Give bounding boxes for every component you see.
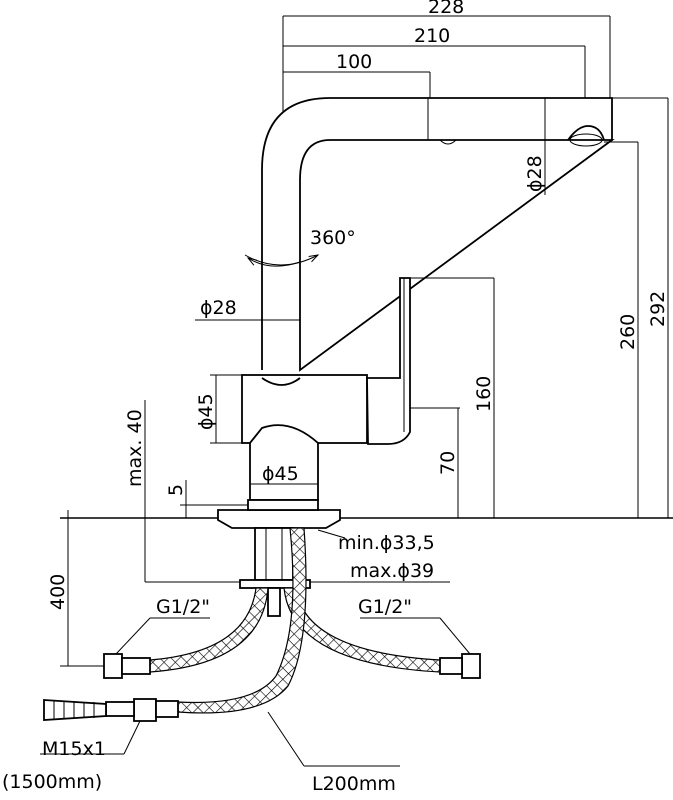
mounting-flange: [217, 509, 341, 529]
dim-5: 5: [165, 484, 187, 496]
leader-m15-a: [123, 720, 141, 755]
nut-left: [103, 653, 123, 679]
label-g12-right: G1/2": [358, 596, 412, 618]
dim-100: 100: [336, 51, 372, 73]
base-diameter-dim: ϕ45: [250, 463, 318, 485]
dim-210: 210: [414, 25, 450, 47]
pullout-thread-end: [43, 699, 107, 721]
leader-g12-left-a: [115, 617, 151, 655]
fitting-left: [121, 657, 151, 675]
pullout-nut: [133, 698, 157, 722]
spout-body: [261, 97, 615, 372]
leader-l200-a: [267, 711, 305, 767]
dim-phi28: ϕ28: [200, 297, 237, 319]
dim-260: 260: [617, 314, 639, 350]
dim-phi28-top: ϕ28: [524, 155, 546, 192]
dim-phi45-body: ϕ45: [195, 393, 217, 430]
label-m15: M15x1: [42, 738, 106, 760]
label-1500mm: (1500mm): [2, 771, 102, 793]
shank: [254, 527, 294, 581]
body-base: [249, 424, 319, 501]
supply-hoses: [43, 527, 481, 722]
height-dimensions: 260 292 160 70: [410, 97, 669, 518]
rotation-indicator: 360°: [244, 227, 356, 267]
spout-top-diameter-dim: ϕ28: [524, 97, 612, 195]
top-dimensions: 228 210 100: [282, 0, 611, 130]
countertop: [60, 499, 673, 529]
dim-max40: max. 40: [124, 409, 146, 487]
pullout-fitting: [155, 700, 179, 718]
dim-hole-max: max.ϕ39: [350, 560, 434, 582]
rotation-arrow-left: [248, 258, 301, 267]
label-g12-left: G1/2": [156, 596, 210, 618]
deck-dimensions: max. 40 5: [124, 400, 310, 583]
hose-depth-dim: 400: [47, 510, 110, 667]
dim-hole-min: min.ϕ33,5: [338, 532, 435, 554]
spout-diameter-dim: ϕ28: [195, 297, 300, 321]
mounting-stud: [267, 587, 281, 617]
mounting-shank: min.ϕ33,5 max.ϕ39: [239, 527, 450, 617]
nut-right: [461, 653, 481, 679]
dim-360: 360°: [310, 227, 356, 249]
pullout-connector: [105, 701, 135, 717]
lever-handle: [366, 277, 411, 445]
dim-160: 160: [473, 376, 495, 412]
spout-outlet: [569, 133, 603, 147]
dim-phi45-base: ϕ45: [262, 463, 299, 485]
spout: [261, 97, 615, 372]
mixer-body: [241, 277, 494, 501]
leader-hole-min: [317, 529, 346, 539]
hose-labels: G1/2" G1/2" M15x1 (1500mm) L200mm: [2, 596, 471, 795]
body-diameter-dim: ϕ45: [195, 374, 242, 444]
body-spout-joint: [261, 377, 301, 386]
base-ring: [247, 499, 319, 511]
dim-292: 292: [647, 291, 669, 327]
fitting-right: [439, 657, 463, 675]
dim-70: 70: [437, 451, 459, 475]
dim-228: 228: [428, 0, 464, 18]
spout-spray-bump: [439, 139, 457, 145]
dim-400: 400: [47, 574, 69, 610]
leader-g12-right-a: [439, 617, 471, 655]
label-l200: L200mm: [312, 773, 396, 795]
